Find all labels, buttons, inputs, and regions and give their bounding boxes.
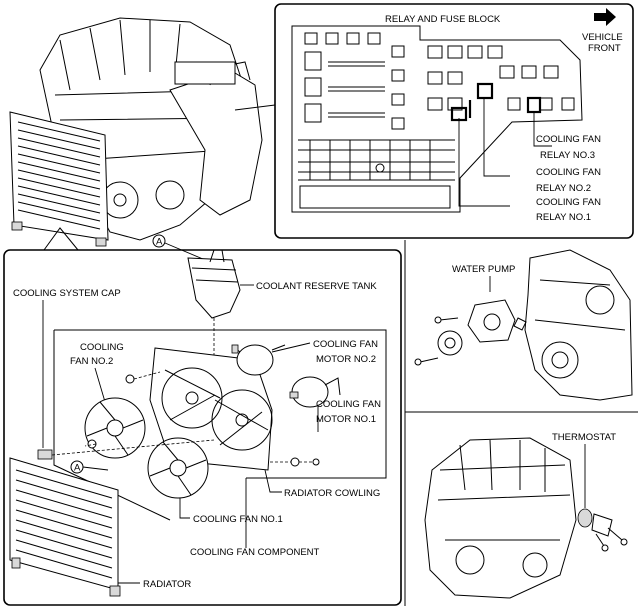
relay-fuse-block-panel: RELAY AND FUSE BLOCK VEHICLE FRONT [274, 3, 634, 239]
vehicle-front-arrow-icon [594, 8, 616, 26]
fan-motor-no2-label-line2: MOTOR NO.2 [316, 354, 376, 365]
cooling-fan-component-label: COOLING FAN COMPONENT [190, 547, 320, 558]
bolts [87, 374, 320, 467]
marker-a-bottom-text: A [74, 463, 81, 474]
radiator-cowling-label: RADIATOR COWLING [284, 488, 380, 499]
cooling-fan-no2-label-line1: COOLING [80, 342, 124, 353]
coolant-reserve-tank-label: COOLANT RESERVE TANK [256, 281, 377, 292]
thermostat-panel: THERMOSTAT [424, 432, 628, 599]
radiator-label: RADIATOR [143, 579, 191, 590]
relay-no1-label-line1: COOLING FAN [536, 197, 601, 208]
relay-no3-label-line2: RELAY NO.3 [540, 150, 595, 161]
cooling-fan-no1-label: COOLING FAN NO.1 [193, 514, 283, 525]
relay-no1-label-line2: RELAY NO.1 [536, 212, 591, 223]
thermostat [577, 508, 628, 552]
fan-motor-no1-label-line2: MOTOR NO.1 [316, 414, 376, 425]
thermostat-label: THERMOSTAT [552, 432, 616, 443]
fan-motor-no2-label-line1: COOLING FAN [313, 339, 378, 350]
relay-no2-label-line2: RELAY NO.2 [536, 183, 591, 194]
fan-motor-no1-label-line1: COOLING FAN [316, 399, 381, 410]
marker-a-top-text: A [156, 237, 163, 248]
cooling-system-cap-label: COOLING SYSTEM CAP [13, 288, 121, 299]
water-pump-panel: WATER PUMP [414, 249, 633, 401]
water-pump-label: WATER PUMP [452, 264, 515, 275]
marker-a-top [152, 234, 166, 248]
vehicle-front-label-line1: VEHICLE [582, 32, 623, 43]
cooling-fan-relays-highlight [450, 82, 542, 122]
coolant-reserve-tank [187, 249, 241, 319]
relay-block-title: RELAY AND FUSE BLOCK [385, 14, 501, 25]
engine-overview-illustration [9, 17, 276, 247]
relay-no2-label-line1: COOLING FAN [536, 167, 601, 178]
radiator [9, 449, 121, 597]
relay-no3-label-line1: COOLING FAN [536, 134, 601, 145]
cooling-fan-exploded-panel: A COOLANT RESERVE TANK COOLING SYSTEM CA… [3, 227, 402, 606]
vehicle-front-label-line2: FRONT [588, 43, 621, 54]
cooling-fan-motor-no2 [231, 344, 286, 376]
cooling-fan-no2 [84, 397, 146, 459]
water-pump [437, 299, 516, 356]
cooling-fan-no2-label-line2: FAN NO.2 [70, 356, 113, 367]
cooling-fan-no1 [147, 437, 209, 499]
cooling-fan-motor-no1 [289, 376, 341, 408]
